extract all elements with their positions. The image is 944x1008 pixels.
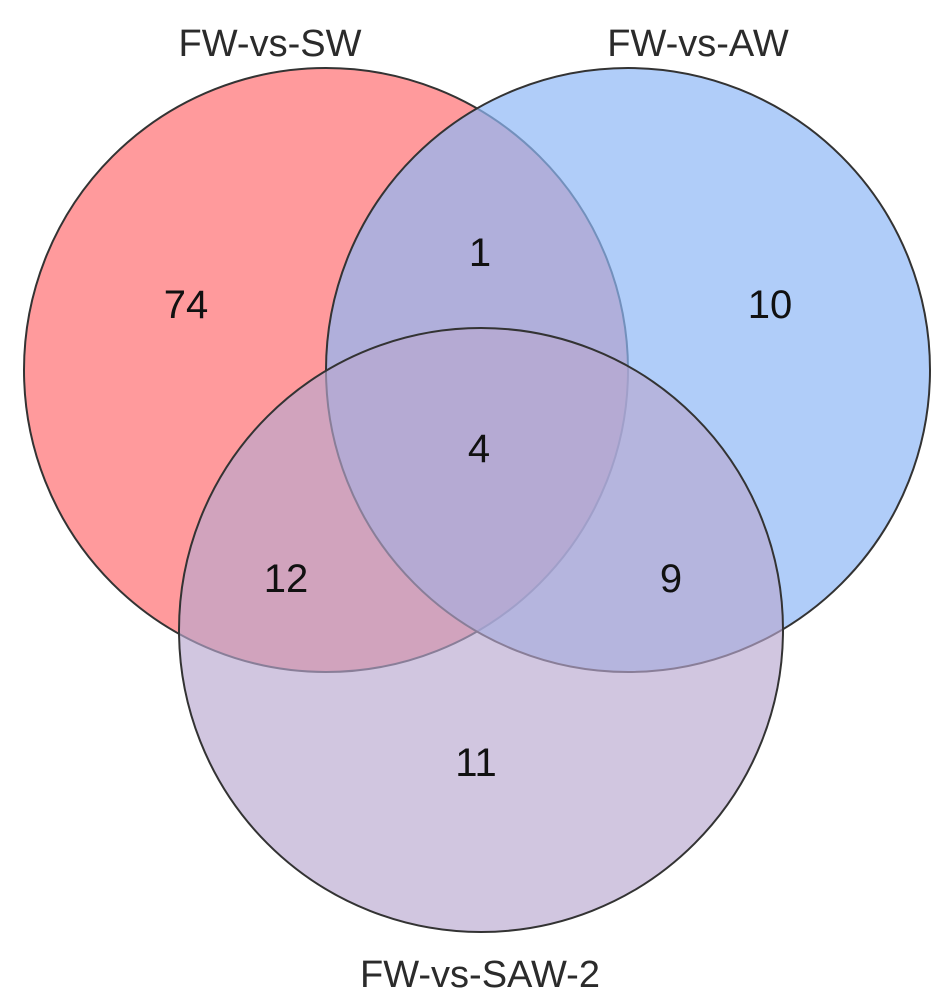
count-all-three-overlap: 4 <box>468 427 490 471</box>
count-aw-saw-2-overlap: 9 <box>660 557 682 601</box>
set-label-fw-vs-aw: FW-vs-AW <box>607 23 789 65</box>
set-label-fw-vs-sw: FW-vs-SW <box>179 23 362 65</box>
count-sw-saw-2-overlap: 12 <box>264 557 309 601</box>
count-fw-vs-sw-only: 74 <box>164 283 209 327</box>
count-fw-vs-saw-2-only: 11 <box>455 741 497 785</box>
circle-fw-vs-saw-2 <box>178 327 784 933</box>
count-fw-vs-aw-only: 10 <box>748 283 793 327</box>
set-label-fw-vs-saw-2: FW-vs-SAW-2 <box>360 954 600 996</box>
set-circles <box>23 67 931 933</box>
count-sw-aw-overlap: 1 <box>469 231 491 275</box>
